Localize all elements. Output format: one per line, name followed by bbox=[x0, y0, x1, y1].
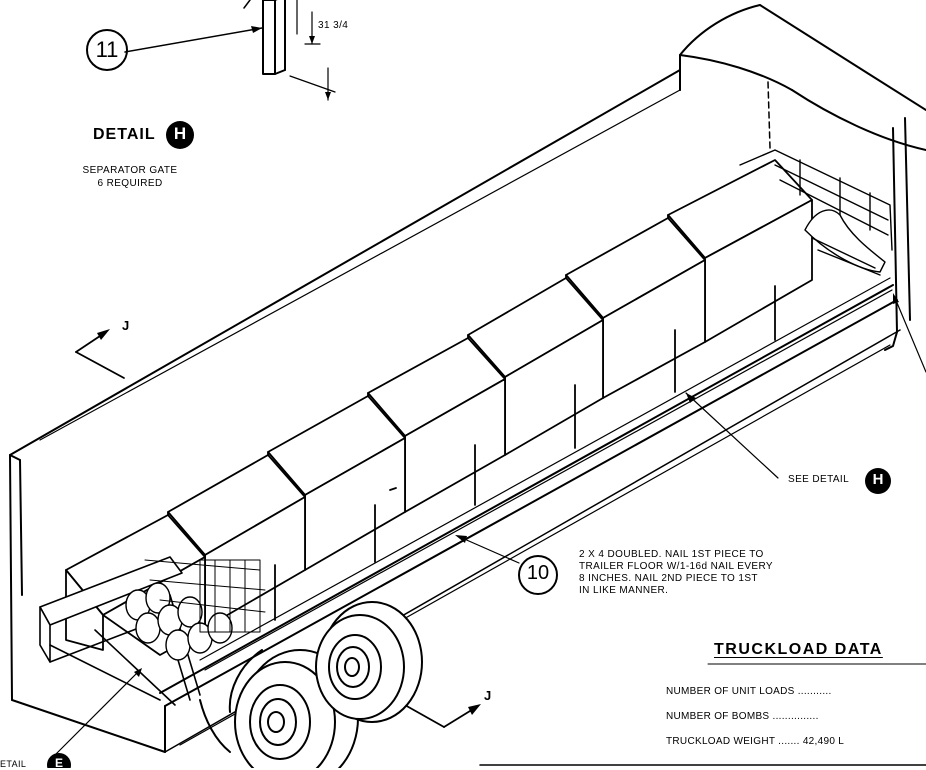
wheel-rear bbox=[234, 649, 359, 768]
section-marker-j-lower-label: J bbox=[484, 688, 492, 703]
section-marker-j-upper-label: J bbox=[122, 318, 130, 333]
wheel-front bbox=[315, 601, 423, 723]
detail-h-badge bbox=[166, 121, 194, 149]
callout-11-circle bbox=[86, 29, 128, 71]
detail-h-badge-letter: H bbox=[173, 124, 187, 143]
row-value: 42,490 L bbox=[802, 736, 845, 747]
callout-10-number: 10 bbox=[526, 562, 550, 584]
detail-h-caption-2: 6 REQUIRED bbox=[97, 178, 163, 189]
row-label: TRUCKLOAD WEIGHT bbox=[666, 736, 776, 747]
detail-h-caption-1: SEPARATOR GATE bbox=[82, 165, 178, 176]
unit-loads bbox=[65, 159, 813, 656]
row-label: NUMBER OF UNIT LOADS bbox=[666, 686, 795, 697]
truckload-data-title: TRUCKLOAD DATA bbox=[714, 641, 883, 658]
leader-lines bbox=[54, 293, 926, 756]
truckload-row-unit-loads: NUMBER OF UNIT LOADS ........... bbox=[666, 686, 832, 697]
separator-gate-post bbox=[243, 0, 336, 101]
truckload-row-weight: TRUCKLOAD WEIGHT ....... 42,490 L bbox=[666, 736, 844, 747]
detail-e-badge bbox=[47, 753, 71, 768]
see-detail-h-badge-letter: H bbox=[872, 471, 884, 488]
truckload-row-bombs: NUMBER OF BOMBS ............... bbox=[666, 711, 819, 722]
rear-wheels bbox=[199, 601, 423, 768]
see-detail-label: SEE DETAIL bbox=[788, 474, 850, 485]
front-separator-gate bbox=[739, 149, 893, 276]
row-dots: ........... bbox=[794, 686, 832, 697]
section-marker-j-upper bbox=[75, 329, 125, 379]
callout-11-leader bbox=[124, 26, 263, 53]
bomb-ends bbox=[125, 559, 266, 661]
row-dots: ....... bbox=[775, 736, 800, 747]
bottom-detail-label: ETAIL bbox=[0, 759, 27, 769]
detail-h-title: DETAIL bbox=[93, 126, 156, 143]
note-10: 2 X 4 DOUBLED. NAIL 1ST PIECE TO TRAILER… bbox=[579, 549, 773, 596]
see-detail-h-badge bbox=[865, 468, 891, 494]
row-dots: ............... bbox=[769, 711, 819, 722]
dimension-label: 31 3/4 bbox=[318, 20, 349, 31]
callout-11-number: 11 bbox=[95, 37, 119, 62]
callout-10-circle bbox=[518, 555, 558, 595]
row-label: NUMBER OF BOMBS bbox=[666, 711, 770, 722]
detail-e-badge-letter: E bbox=[54, 756, 63, 770]
